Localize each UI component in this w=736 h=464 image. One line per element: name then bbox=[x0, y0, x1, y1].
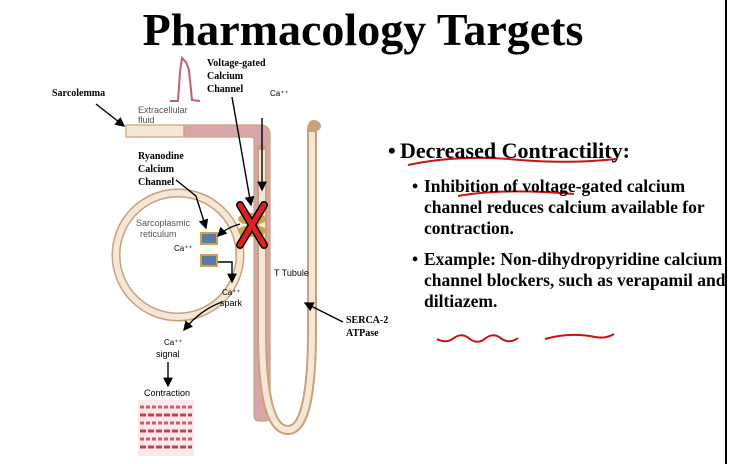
sarcoplasmic-reticulum-label-2: reticulum bbox=[140, 229, 177, 239]
ca-sr-label: Ca⁺⁺ bbox=[174, 244, 193, 253]
slide-title: Pharmacology Targets bbox=[142, 4, 584, 55]
myofibril-contraction bbox=[138, 400, 194, 456]
action-potential-trace bbox=[170, 55, 201, 102]
sarcolemma-arrow bbox=[95, 103, 126, 127]
serca-label-2: ATPase bbox=[346, 328, 379, 339]
ca-release-arrow bbox=[218, 261, 237, 284]
ca-top-label: Ca⁺⁺ bbox=[270, 89, 289, 98]
ca-spark-label-2: spark bbox=[220, 298, 243, 308]
sarcoplasmic-reticulum-label-1: Sarcoplasmic bbox=[136, 218, 191, 228]
ryanodine-label-1: Ryanodine bbox=[138, 151, 184, 162]
serca-label-1: SERCA-2 bbox=[346, 315, 388, 326]
ca-signal-label-1: Ca⁺⁺ bbox=[164, 338, 183, 347]
extracellular-label-2: fluid bbox=[138, 115, 155, 125]
sarcolemma-membrane bbox=[125, 124, 185, 138]
slide-right-border bbox=[725, 0, 727, 464]
ryanodine-arrow bbox=[175, 179, 209, 230]
spark-to-signal-arrow bbox=[183, 301, 223, 332]
ryanodine-label-3: Channel bbox=[138, 177, 174, 188]
sub-bullet-inhibition: •Inhibition of voltage-gated calcium cha… bbox=[412, 176, 705, 238]
voltage-gated-label-2: Calcium bbox=[207, 71, 244, 82]
bullet-decreased-contractility: •Decreased Contractility: bbox=[388, 138, 630, 163]
sub-bullet-list: •Inhibition of voltage-gated calcium cha… bbox=[388, 176, 728, 312]
sarcolemma-label: Sarcolemma bbox=[52, 88, 105, 99]
contraction-label: Contraction bbox=[144, 388, 190, 398]
t-tubule-label: T Tubule bbox=[274, 268, 309, 278]
ryanodine-channel-lower bbox=[200, 254, 218, 267]
serca-arrow bbox=[303, 302, 344, 323]
extracellular-label-1: Extracellular bbox=[138, 105, 188, 115]
voltage-gated-label-1: Voltage-gated bbox=[207, 58, 266, 69]
ryanodine-label-2: Calcium bbox=[138, 164, 175, 175]
voltage-channel-arrow bbox=[231, 96, 255, 207]
sub-bullet-example: •Example: Non-dihydropyridine calcium ch… bbox=[412, 249, 726, 311]
annotation-underline-voltage bbox=[457, 190, 575, 197]
ryanodine-channel-upper bbox=[200, 232, 218, 245]
ca-signal-label-2: signal bbox=[156, 349, 180, 359]
annotation-underline-contractility bbox=[407, 156, 617, 166]
annotation-underline-verapamil bbox=[436, 334, 519, 343]
annotation-underline-diltiazem bbox=[544, 333, 615, 340]
slide-body: •Decreased Contractility: •Inhibition of… bbox=[388, 138, 728, 322]
voltage-gated-label-3: Channel bbox=[207, 84, 243, 95]
ca-spark-label-1: Ca⁺⁺ bbox=[222, 288, 241, 297]
trigger-arrow bbox=[217, 223, 241, 237]
